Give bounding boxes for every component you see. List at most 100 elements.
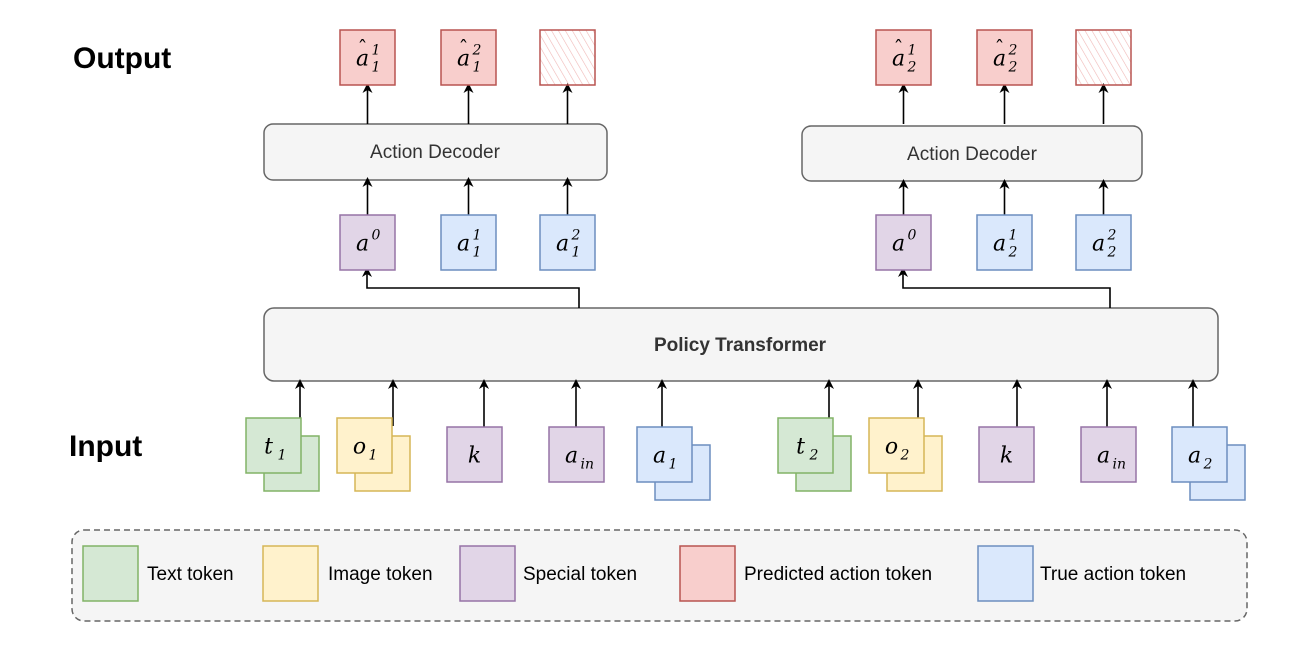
token-symbol: a	[356, 47, 369, 72]
input-label: Input	[69, 430, 142, 463]
action-decoder-left: Action Decoder	[263, 123, 608, 181]
legend-label: Text token	[147, 564, 234, 585]
token-superscript: 2	[1107, 228, 1117, 244]
predicted-token-box	[1075, 29, 1132, 86]
token-symbol: a	[892, 47, 905, 72]
token-subscript: 2	[1203, 457, 1213, 473]
token-subscript: 1	[572, 245, 581, 261]
token-base: a	[1097, 444, 1110, 469]
special-token-box	[875, 214, 932, 271]
token-base: k	[468, 444, 481, 469]
token-symbol: t	[264, 435, 273, 460]
token-symbol: a	[1097, 444, 1110, 469]
token-symbol: a	[556, 232, 569, 257]
token-symbol: a	[892, 232, 905, 257]
token-base: o	[353, 435, 366, 460]
special-token-box	[978, 426, 1035, 483]
token-base: a	[565, 444, 578, 469]
token-subscript: 2	[1008, 60, 1018, 76]
token-hat: ˆ	[459, 36, 469, 60]
token-base: a	[1092, 232, 1105, 257]
token-base: k	[1000, 444, 1013, 469]
token-symbol: a	[653, 444, 666, 469]
predicted-token-box	[539, 29, 596, 86]
token-symbol: k	[1000, 444, 1013, 469]
legend-item: Text token	[82, 545, 234, 602]
legend-label: Image token	[328, 564, 433, 585]
text-token-box	[245, 417, 302, 474]
true-action-token-box	[1075, 214, 1132, 271]
token-symbol: a	[457, 47, 470, 72]
predicted-token-box	[976, 29, 1033, 86]
special-token-box	[1080, 426, 1137, 483]
token-base: a	[993, 232, 1006, 257]
action-decoder-right: Action Decoder	[801, 125, 1143, 182]
token-base: a	[457, 232, 470, 257]
legend-swatch	[679, 545, 736, 602]
true-action-token-box	[636, 426, 693, 483]
token-base: a	[1188, 444, 1201, 469]
legend-label: Predicted action token	[744, 564, 932, 585]
arrows	[295, 83, 1198, 435]
token-base: a	[993, 47, 1006, 72]
arrow	[898, 267, 1111, 308]
action-decoder-right-label: Action Decoder	[907, 144, 1038, 165]
legend-item: True action token	[977, 545, 1186, 602]
image-token-box	[336, 417, 393, 474]
token-symbol: o	[885, 435, 898, 460]
token-subscript: 2	[907, 60, 917, 76]
token-superscript: 2	[472, 43, 482, 59]
token-subscript: 1	[473, 245, 482, 261]
token-base: t	[264, 435, 273, 460]
token-base: a	[892, 47, 905, 72]
image-token-box	[868, 417, 925, 474]
predicted-token-box	[440, 29, 497, 86]
token-symbol: a	[457, 232, 470, 257]
token-base: o	[885, 435, 898, 460]
token-subscript: 1	[473, 60, 482, 76]
predicted-token-box	[339, 29, 396, 86]
token-subscript: 2	[900, 448, 910, 464]
token-symbol: a	[993, 47, 1006, 72]
token-symbol: t	[796, 435, 805, 460]
output-label: Output	[73, 42, 171, 75]
special-token-box	[548, 426, 605, 483]
token-superscript: 1	[372, 43, 381, 59]
token-base: a	[653, 444, 666, 469]
token-subscript: 1	[372, 60, 381, 76]
token-base: t	[796, 435, 805, 460]
true-action-token-box	[539, 214, 596, 271]
true-action-token-box	[976, 214, 1033, 271]
token-superscript: 2	[1008, 43, 1018, 59]
token-base: a	[356, 232, 369, 257]
token-subscript: in	[1113, 457, 1127, 473]
token-subscript: in	[581, 457, 595, 473]
token-symbol: a	[1092, 232, 1105, 257]
token-superscript: 0	[372, 228, 381, 244]
token-symbol: a	[1188, 444, 1201, 469]
token-hat: ˆ	[358, 36, 368, 60]
token-symbol: k	[468, 444, 481, 469]
token-superscript: 2	[571, 228, 581, 244]
token-subscript: 1	[669, 457, 678, 473]
token-subscript: 2	[809, 448, 819, 464]
token-subscript: 2	[1008, 245, 1018, 261]
token-superscript: 1	[1009, 228, 1018, 244]
legend-swatch	[82, 545, 139, 602]
token-superscript: 0	[908, 228, 917, 244]
arrow	[362, 267, 580, 308]
policy-transformer-label: Policy Transformer	[654, 335, 827, 356]
true-action-token-box	[440, 214, 497, 271]
token-symbol: a	[993, 232, 1006, 257]
token-hat: ˆ	[894, 36, 904, 60]
legend-swatch	[262, 545, 319, 602]
true-action-token-box	[1171, 426, 1228, 483]
legend-label: Special token	[523, 564, 637, 585]
token-subscript: 1	[278, 448, 287, 464]
token-hat: ˆ	[995, 36, 1005, 60]
token-symbol: a	[356, 232, 369, 257]
legend-item: Image token	[262, 545, 433, 602]
action-decoder-left-label: Action Decoder	[370, 142, 501, 163]
